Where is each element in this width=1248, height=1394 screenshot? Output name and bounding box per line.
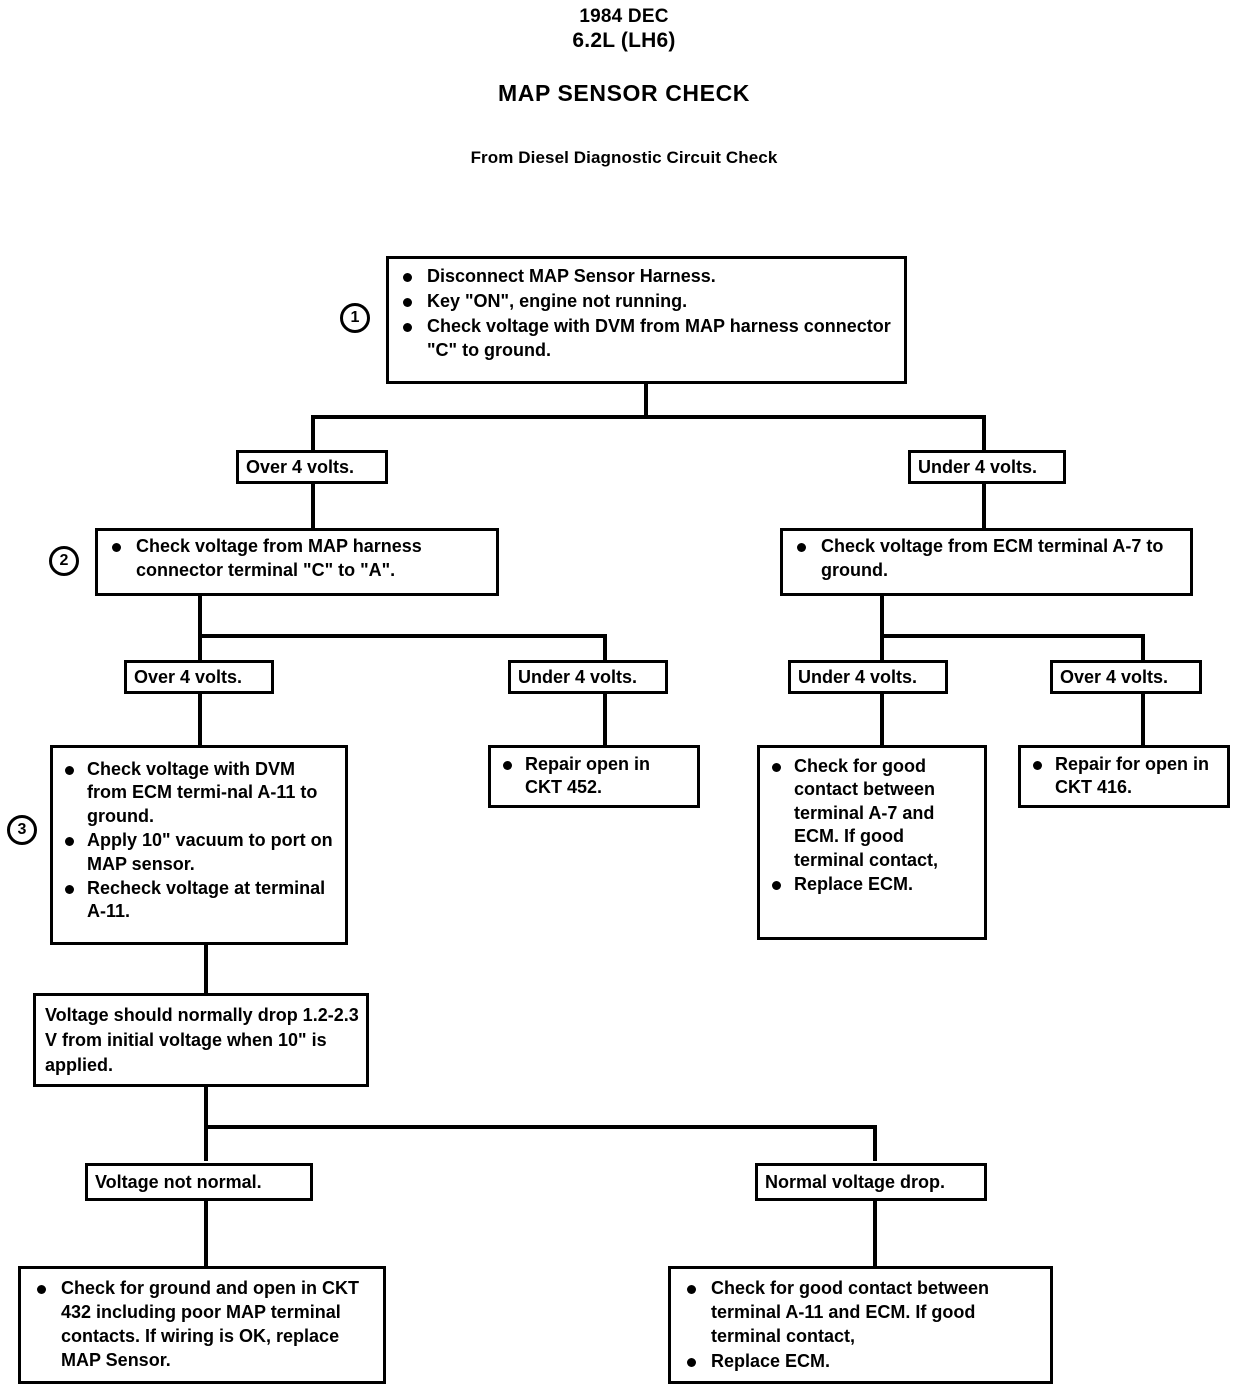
list-item: Repair for open in CKT 416.: [1029, 753, 1219, 800]
connector-level2-c-drop: [880, 634, 884, 662]
repair-416-bullet-list: Repair for open in CKT 416.: [1029, 753, 1219, 800]
connector-level3-right-drop: [873, 1125, 877, 1161]
connector-l3left-to-result: [204, 1199, 208, 1267]
list-item: Recheck voltage at terminal A-11.: [61, 877, 339, 924]
connector-l2c-to-contact: [880, 692, 884, 748]
branch-label-voltage-not-normal: Voltage not normal.: [85, 1163, 313, 1201]
list-item: Check voltage with DVM from ECM termi-na…: [61, 758, 339, 828]
result-right-bullet-list: Check for good contact between terminal …: [681, 1277, 1044, 1374]
node-result-check-ckt-432: Check for ground and open in CKT 432 inc…: [18, 1266, 386, 1384]
connector-l2a-to-step3: [198, 692, 202, 748]
step-marker-1: 1: [340, 303, 370, 333]
branch-label-under-4-volts-2c: Under 4 volts.: [788, 660, 948, 694]
connector-level2-left-bar: [198, 634, 607, 638]
list-item: Disconnect MAP Sensor Harness.: [397, 265, 896, 289]
list-item: Check voltage with DVM from MAP harness …: [397, 315, 896, 363]
connector-right-branch-to-step2: [982, 482, 986, 530]
connector-level2-d-drop: [1141, 634, 1145, 662]
branch-label-under-4-volts-right: Under 4 volts.: [908, 450, 1066, 484]
step-marker-2: 2: [49, 546, 79, 576]
connector-level2-b-drop: [603, 634, 607, 662]
header-source-note: From Diesel Diagnostic Circuit Check: [470, 148, 778, 167]
node-step2-right: Check voltage from ECM terminal A-7 to g…: [780, 528, 1193, 596]
connector-step2-right-stem: [880, 594, 884, 638]
connector-step1-stem: [644, 383, 648, 417]
connector-left-branch-to-step2: [311, 482, 315, 530]
connector-level1-left-drop: [311, 415, 315, 452]
list-item: Check for good contact between terminal …: [768, 755, 978, 872]
branch-label-under-4-volts-2b: Under 4 volts.: [508, 660, 668, 694]
list-item: Repair open in CKT 452.: [499, 753, 689, 800]
connector-step3-to-note: [204, 945, 208, 995]
step2-right-bullet-list: Check voltage from ECM terminal A-7 to g…: [791, 535, 1182, 583]
header-engine: 6.2L (LH6): [572, 29, 676, 52]
list-item: Check voltage from MAP harness connector…: [106, 535, 488, 583]
node-step1: Disconnect MAP Sensor Harness. Key "ON",…: [386, 256, 907, 384]
node-voltage-drop-note: Voltage should normally drop 1.2-2.3 V f…: [33, 993, 369, 1087]
result-left-bullet-list: Check for ground and open in CKT 432 inc…: [31, 1277, 377, 1373]
connector-level2-right-bar: [880, 634, 1145, 638]
contact-a7-bullet-list: Check for good contact between terminal …: [768, 755, 978, 896]
branch-label-over-4-volts-2a: Over 4 volts.: [124, 660, 274, 694]
node-repair-ckt-416: Repair for open in CKT 416.: [1018, 745, 1230, 808]
connector-level3-left-drop: [204, 1125, 208, 1161]
page-title: MAP SENSOR CHECK: [498, 80, 750, 106]
step-marker-3: 3: [7, 815, 37, 845]
step1-bullet-list: Disconnect MAP Sensor Harness. Key "ON",…: [397, 265, 896, 363]
repair-452-bullet-list: Repair open in CKT 452.: [499, 753, 689, 800]
step2-left-bullet-list: Check voltage from MAP harness connector…: [106, 535, 488, 583]
branch-label-normal-voltage-drop: Normal voltage drop.: [755, 1163, 987, 1201]
list-item: Check voltage from ECM terminal A-7 to g…: [791, 535, 1182, 583]
connector-level1-bar: [311, 415, 986, 419]
connector-level1-right-drop: [982, 415, 986, 452]
list-item: Apply 10" vacuum to port on MAP sensor.: [61, 829, 339, 876]
connector-note-stem: [204, 1085, 208, 1129]
connector-l2b-to-repair: [603, 692, 607, 748]
list-item: Check for ground and open in CKT 432 inc…: [31, 1277, 377, 1373]
node-step3: Check voltage with DVM from ECM termi-na…: [50, 745, 348, 945]
node-repair-ckt-452: Repair open in CKT 452.: [488, 745, 700, 808]
list-item: Check for good contact between terminal …: [681, 1277, 1044, 1349]
connector-step2-left-stem: [198, 594, 202, 638]
connector-l2d-to-repair: [1141, 692, 1145, 748]
node-step2-left: Check voltage from MAP harness connector…: [95, 528, 499, 596]
connector-l3right-to-result: [873, 1199, 877, 1267]
branch-label-over-4-volts-left: Over 4 volts.: [236, 450, 388, 484]
step3-bullet-list: Check voltage with DVM from ECM termi-na…: [61, 758, 339, 924]
connector-level2-a-drop: [198, 634, 202, 662]
node-check-contact-a7: Check for good contact between terminal …: [757, 745, 987, 940]
list-item: Key "ON", engine not running.: [397, 290, 896, 314]
header-date: 1984 DEC: [579, 6, 669, 27]
branch-label-over-4-volts-2d: Over 4 volts.: [1050, 660, 1202, 694]
connector-level3-bar: [204, 1125, 877, 1129]
node-result-check-contact-a11: Check for good contact between terminal …: [668, 1266, 1053, 1384]
list-item: Replace ECM.: [768, 873, 978, 896]
list-item: Replace ECM.: [681, 1350, 1044, 1374]
voltage-drop-note-text: Voltage should normally drop 1.2-2.3 V f…: [45, 1005, 359, 1075]
